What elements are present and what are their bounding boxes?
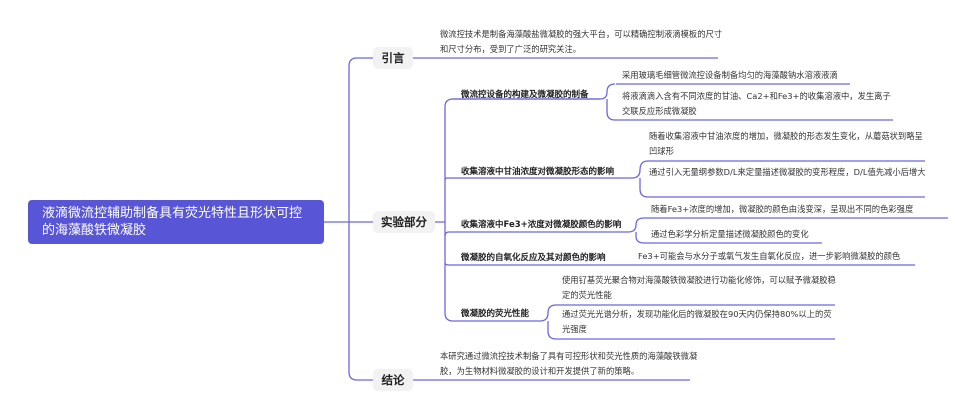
underline-leaf-3-2: [635, 232, 822, 244]
connector-spine-l2: [435, 98, 600, 322]
conclusion-leaf[interactable]: 本研究通过微流控技术制备了具有可控形状和荧光性质的海藻酸铁微凝胶，为生物材料微凝…: [440, 351, 698, 376]
leaf-1-2[interactable]: 将液滴滴入含有不同浓度的甘油、Ca2+和Fe3+的收集溶液中，发生离子交联反应形…: [622, 91, 891, 116]
section-experiment[interactable]: 实验部分: [373, 211, 435, 233]
intro-leaf[interactable]: 微流控技术是制备海藻酸盐微凝胶的强大平台，可以精确控制液滴模板的尺寸和尺寸分布，…: [440, 29, 723, 54]
leaf-1-1[interactable]: 采用玻璃毛细管微流控设备制备均匀的海藻酸钠水溶液液滴: [622, 70, 838, 80]
topic-fluorescence[interactable]: 微凝胶的荧光性能: [461, 309, 530, 319]
underline-leaf-1-2: [599, 83, 893, 121]
underline-topic-3: [444, 231, 628, 237]
topic-glycerol-morphology[interactable]: 收集溶液中甘油浓度对微凝胶形态的影响: [461, 167, 615, 177]
underline-topic-4: [444, 262, 628, 266]
leaf-2-2[interactable]: 通过引入无量纲参数D/L来定量描述微凝胶的变形程度，D/L值先减小后增大: [649, 167, 926, 177]
leaf-5-2[interactable]: 通过荧光光谱分析，发现功能化后的微凝胶在90天内仍保持80%以上的荧光强度: [562, 309, 832, 334]
root-topic[interactable]: 液滴微流控辅助制备具有荧光特性且形状可控的海藻酸铁微凝胶: [28, 200, 324, 244]
leaf-5-1[interactable]: 使用钌基荧光聚合物对海藻酸铁微凝胶进行功能化修饰，可以赋予微凝胶稳定的荧光性能: [562, 275, 836, 300]
underline-leaf-2-1: [631, 160, 925, 179]
topic-fe3-color[interactable]: 收集溶液中Fe3+浓度对微凝胶颜色的影响: [461, 220, 622, 230]
leaf-4-1[interactable]: Fe3+可能会与水分子或氧气发生自氧化反应，进一步影响微凝胶的颜色: [638, 251, 901, 261]
underline-leaf-2-2: [639, 178, 925, 198]
underline-leaf-5-2: [547, 321, 835, 340]
leaf-2-1[interactable]: 随着收集溶液中甘油浓度的增加，微凝胶的形态发生变化，从蘑菇状到略呈凹球形: [649, 131, 923, 156]
topic-autoxidation[interactable]: 微凝胶的自氧化反应及其对颜色的影响: [461, 253, 606, 263]
connector-spine-l1: [348, 57, 373, 381]
underline-topic-2: [444, 177, 632, 181]
topic-microfluidic-fabrication[interactable]: 微流控设备的构建及微凝胶的制备: [461, 90, 589, 100]
leaf-3-2[interactable]: 通过色彩学分析定量描述微凝胶颜色的变化: [651, 229, 809, 239]
leaf-3-1[interactable]: 随着Fe3+浓度的增加，微凝胶的颜色由浅变深，呈现出不同的色彩强度: [651, 204, 914, 214]
underline-leaf-3-1: [627, 217, 948, 233]
underline-leaf-5-1: [539, 304, 835, 322]
section-intro[interactable]: 引言: [373, 47, 413, 69]
section-conclusion[interactable]: 结论: [373, 369, 413, 391]
